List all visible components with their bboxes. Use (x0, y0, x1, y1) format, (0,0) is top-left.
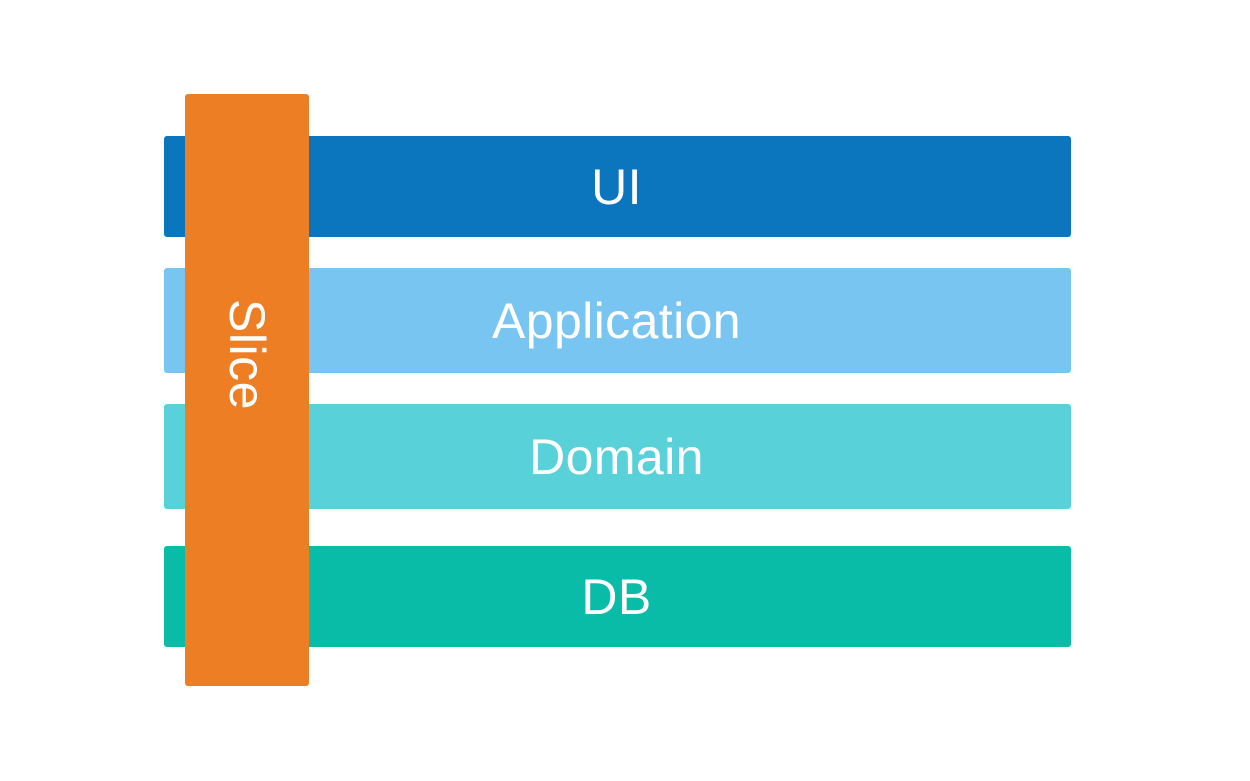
slice-label: Slice (219, 299, 275, 410)
layer-bar-db: DB (164, 546, 1071, 647)
layer-label-db: DB (581, 568, 652, 625)
slice-label-wrap: Slice (185, 94, 309, 686)
layer-bar-application: Application (164, 268, 1071, 373)
layer-bar-domain: Domain (164, 404, 1071, 509)
layer-bar-ui: UI (164, 136, 1071, 237)
vertical-slice-bar: Slice (185, 94, 309, 686)
layer-label-application: Application (491, 292, 741, 349)
layer-label-domain: Domain (529, 428, 704, 485)
layer-label-ui: UI (591, 158, 642, 215)
